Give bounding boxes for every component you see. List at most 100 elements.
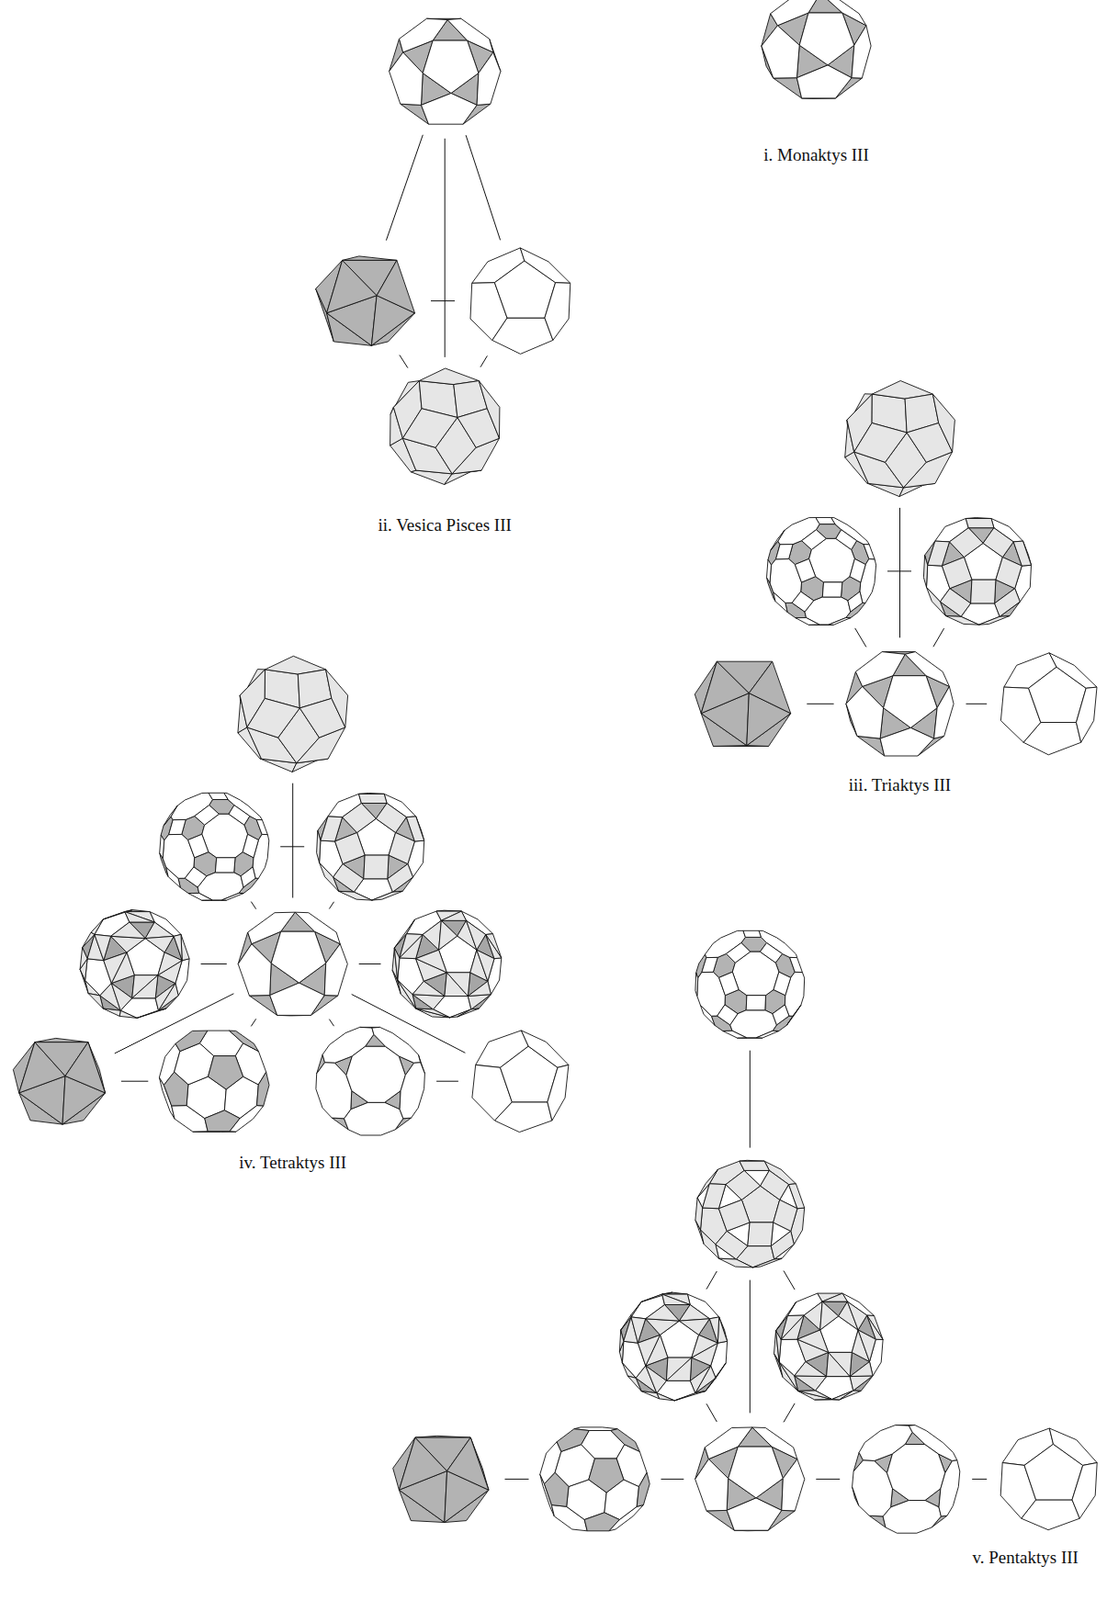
polyhedron-face <box>798 1390 833 1401</box>
polyhedron-face <box>316 1062 352 1119</box>
polyhedron-face <box>1049 653 1097 690</box>
polyhedron-face <box>422 920 441 950</box>
polyhedron-face <box>776 1331 782 1363</box>
polyhedron-face <box>923 554 927 588</box>
polyhedron-face <box>797 1330 829 1353</box>
polyhedron-face <box>904 652 949 688</box>
polyhedron <box>695 1427 805 1532</box>
polyhedron-face <box>175 1030 208 1052</box>
polyhedron-face <box>1013 541 1031 566</box>
polyhedron <box>761 0 871 99</box>
link-line <box>855 628 867 648</box>
polyhedron-face <box>256 819 268 835</box>
figure-caption: iv. Tetraktys III <box>238 1152 347 1174</box>
polyhedron-face <box>547 1064 569 1121</box>
polyhedron-face <box>979 616 1011 626</box>
polyhedron-face <box>939 588 971 618</box>
polyhedron-face <box>342 256 397 261</box>
link-line <box>250 902 256 910</box>
link-line <box>436 1081 459 1083</box>
polyhedron-face <box>715 1231 748 1260</box>
polyhedron-face <box>702 1184 726 1209</box>
polyhedron <box>237 655 349 772</box>
polyhedron-face <box>794 1376 827 1391</box>
polyhedron-face <box>863 544 875 560</box>
polyhedron-face <box>1049 1428 1097 1466</box>
polyhedron-face <box>188 892 213 901</box>
polyhedron <box>1000 1428 1097 1531</box>
polyhedron-face <box>770 1231 794 1260</box>
polyhedron-face <box>722 1030 747 1039</box>
link-line <box>783 1403 795 1424</box>
polyhedron-face <box>476 949 495 982</box>
polyhedron-face <box>820 1301 839 1331</box>
polyhedron-face <box>333 864 364 893</box>
polyhedron-face <box>846 686 884 739</box>
polyhedron-face <box>294 912 340 944</box>
polyhedron <box>846 652 954 757</box>
polyhedron-face <box>34 1038 89 1042</box>
polyhedron-face <box>316 830 321 863</box>
polyhedron-face <box>416 949 448 973</box>
polyhedron <box>619 1292 727 1401</box>
polyhedron-face <box>166 868 181 889</box>
polyhedron-face <box>621 1363 636 1379</box>
polyhedron-face <box>208 792 228 800</box>
polyhedron-face <box>476 52 501 105</box>
polyhedron-face <box>882 1501 941 1535</box>
polyhedron-face <box>666 1357 691 1381</box>
polyhedron-face <box>799 12 855 66</box>
figure-caption: v. Pentaktys III <box>971 1547 1078 1569</box>
polyhedron-face <box>645 1319 680 1336</box>
polyhedron-face <box>965 519 995 529</box>
polyhedron-face <box>867 1315 883 1340</box>
link-line <box>250 1018 256 1027</box>
polyhedron-face <box>883 676 938 729</box>
polyhedron-face <box>645 1305 680 1322</box>
link-line <box>465 135 500 240</box>
polyhedron-face <box>406 816 424 842</box>
polyhedron-face <box>631 1317 646 1344</box>
polyhedron <box>316 1027 426 1136</box>
polyhedron-face <box>761 25 800 79</box>
polyhedron-face <box>822 582 843 598</box>
link-line <box>706 1403 717 1423</box>
link-line <box>806 703 834 705</box>
link-line <box>899 508 901 638</box>
polyhedron-face <box>880 727 935 757</box>
polyhedron-face <box>678 1319 710 1336</box>
polyhedron-face <box>338 891 373 901</box>
polyhedron-face <box>745 995 766 1011</box>
polyhedron <box>316 256 416 346</box>
polyhedron <box>390 368 500 486</box>
polyhedron-face <box>326 669 349 728</box>
polyhedron-face <box>739 1161 770 1171</box>
polyhedron-face <box>242 834 259 859</box>
link-line <box>328 902 334 910</box>
polyhedron-face <box>700 1005 715 1026</box>
polyhedron-face <box>796 65 852 99</box>
polyhedron-face <box>247 698 300 738</box>
polyhedron-face <box>726 1498 782 1531</box>
polyhedron-face <box>194 805 220 826</box>
polyhedron-face <box>709 1317 719 1344</box>
polyhedron-face <box>941 557 972 589</box>
polyhedron-face <box>467 981 491 996</box>
polyhedron-face <box>65 1042 106 1094</box>
polyhedron-face <box>447 18 494 53</box>
polyhedron-face <box>776 544 794 560</box>
link-line <box>783 1271 795 1291</box>
polyhedron <box>393 1435 489 1523</box>
polyhedron-face <box>971 579 996 604</box>
figure-caption: i. Monaktys III <box>763 145 870 166</box>
link-line <box>661 1479 685 1480</box>
polyhedron <box>237 912 348 1017</box>
polyhedron-face <box>752 1427 798 1460</box>
polyhedron-face <box>271 931 327 983</box>
polyhedron-face <box>132 975 159 999</box>
polyhedron-face <box>747 1222 774 1247</box>
polyhedron-face <box>447 1437 489 1491</box>
polyhedron-face <box>637 1334 660 1367</box>
polyhedron-face <box>867 1315 883 1340</box>
